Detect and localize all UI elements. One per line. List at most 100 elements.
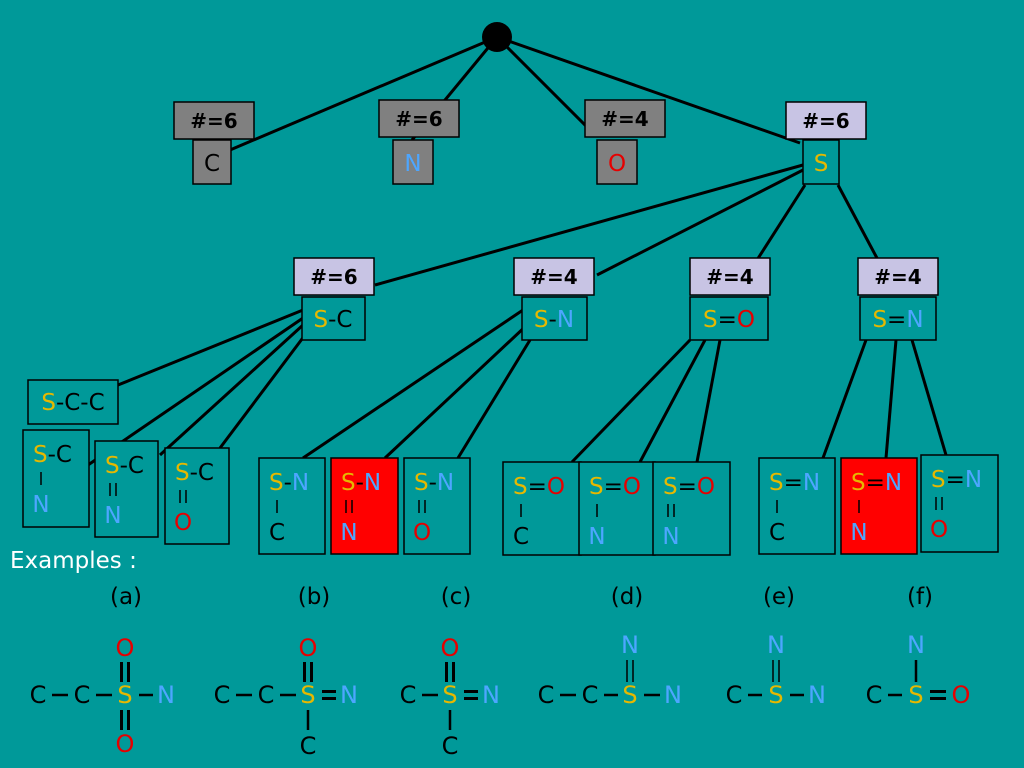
root-node (482, 22, 512, 52)
level3-leaf-node: S=O C (502, 461, 582, 556)
example-label: (a) (110, 584, 142, 610)
fragment-box (330, 457, 399, 555)
count-box (785, 101, 867, 140)
fragment-down-bond (935, 497, 943, 510)
molecule-atom: O (299, 634, 318, 662)
fragment-box (301, 296, 366, 341)
example-label: (b) (298, 584, 331, 610)
fragment-top-label: S-C (105, 453, 144, 479)
fragment-down-bond (109, 483, 117, 496)
fragment-down-atom: O (413, 520, 431, 546)
fragment-down-bond (418, 500, 426, 513)
fragment-top-label: S-N (414, 470, 454, 496)
level1-node-s: #=6 S (785, 101, 867, 185)
count-label: #=4 (874, 265, 921, 289)
fragment-box (758, 457, 836, 555)
fragment-down-atom: N (588, 524, 605, 550)
level3-node-s-c-c: S-C-C (27, 379, 119, 425)
molecule-atom: C (400, 681, 417, 709)
fragment-down-atom: O (930, 517, 948, 543)
level2-node-s-n: #=4 S-N (513, 257, 595, 341)
molecule-atom: O (116, 730, 135, 758)
count-box (378, 99, 460, 138)
examples-title: Examples : (10, 548, 137, 574)
fragment-box (920, 454, 999, 553)
molecule-atom: C (258, 681, 275, 709)
fragment-down-atom: N (850, 520, 867, 546)
molecule-atom: S (442, 681, 457, 709)
fragment-top-label: S-C (175, 460, 214, 486)
fragment-box (94, 440, 159, 538)
fragment-top-label: S=O (663, 474, 715, 500)
fragment-label: S-N (534, 307, 574, 333)
fragment-box (27, 379, 119, 425)
level2-node-s-double-n: #=4 S=N (857, 257, 939, 341)
fragment-down-bond (179, 490, 187, 503)
fragment-down-atom: C (769, 520, 785, 546)
count-box (857, 257, 939, 296)
fragment-top-label: S=N (851, 470, 902, 496)
molecule-atom: N (808, 681, 826, 709)
example-labels: (a)(b)(c)(d)(e)(f) (110, 584, 933, 610)
fragment-top-label: S-N (269, 470, 309, 496)
example-label: (c) (441, 584, 472, 610)
molecule-atom: S (300, 681, 315, 709)
atom-box (392, 139, 434, 185)
count-box (584, 99, 666, 138)
molecule-atom: O (116, 634, 135, 662)
molecule-atom: C (300, 732, 317, 760)
atom-label: O (608, 151, 626, 177)
level3-leaf-node: S-N O (403, 457, 471, 555)
fragment-box (859, 296, 937, 341)
fragment-box (502, 461, 582, 556)
count-box (689, 257, 771, 296)
level3-leaf-node: S-N C (258, 457, 326, 555)
molecule-atom: C (442, 732, 459, 760)
level3-leaf-node: S-NN (330, 457, 399, 555)
fragment-down-bond (345, 500, 353, 513)
level3-leaf-node: S=N C (758, 457, 836, 555)
fragment-box (22, 429, 90, 528)
fragment-down-atom: C (513, 524, 529, 550)
fragment-down-atom: N (340, 520, 357, 546)
molecule-atom: O (952, 681, 971, 709)
count-label: #=4 (601, 107, 648, 131)
fragment-box (578, 461, 656, 556)
fragment-top-label: S=N (931, 467, 982, 493)
molecule-atom: S (117, 681, 132, 709)
level3-leaf-node: S-CN (22, 429, 90, 528)
molecule-atom: O (441, 634, 460, 662)
fragment-box (689, 296, 769, 341)
fragment-top-label: S=O (513, 474, 565, 500)
fragment-top-label: S=O (589, 474, 641, 500)
atom-box (192, 139, 232, 185)
molecule-atom: C (214, 681, 231, 709)
fragment-down-atom: N (32, 492, 49, 518)
count-label: #=6 (190, 109, 237, 133)
level1-node-o: #=4 O (584, 99, 666, 185)
level3-leaves: S-CNS-CNS-COS-NCS-NNS-NOS=OCS=ONS=ONS=NC… (22, 429, 999, 556)
molecule-atom: N (664, 681, 682, 709)
molecule-atom: C (30, 681, 47, 709)
molecule-atom: C (538, 681, 555, 709)
fragment-top-label: S=N (769, 470, 820, 496)
molecule-atom: N (340, 681, 358, 709)
count-label: #=6 (802, 109, 849, 133)
fragment-box (403, 457, 471, 555)
molecule-atom: N (482, 681, 500, 709)
fragment-box (840, 457, 918, 555)
fragment-down-atom: C (269, 520, 285, 546)
molecule-atom: S (908, 681, 923, 709)
count-box (513, 257, 595, 296)
molecule-atom: S (768, 681, 783, 709)
level2-node-s-o: #=4 S=O (689, 257, 771, 341)
atom-box (802, 139, 840, 185)
